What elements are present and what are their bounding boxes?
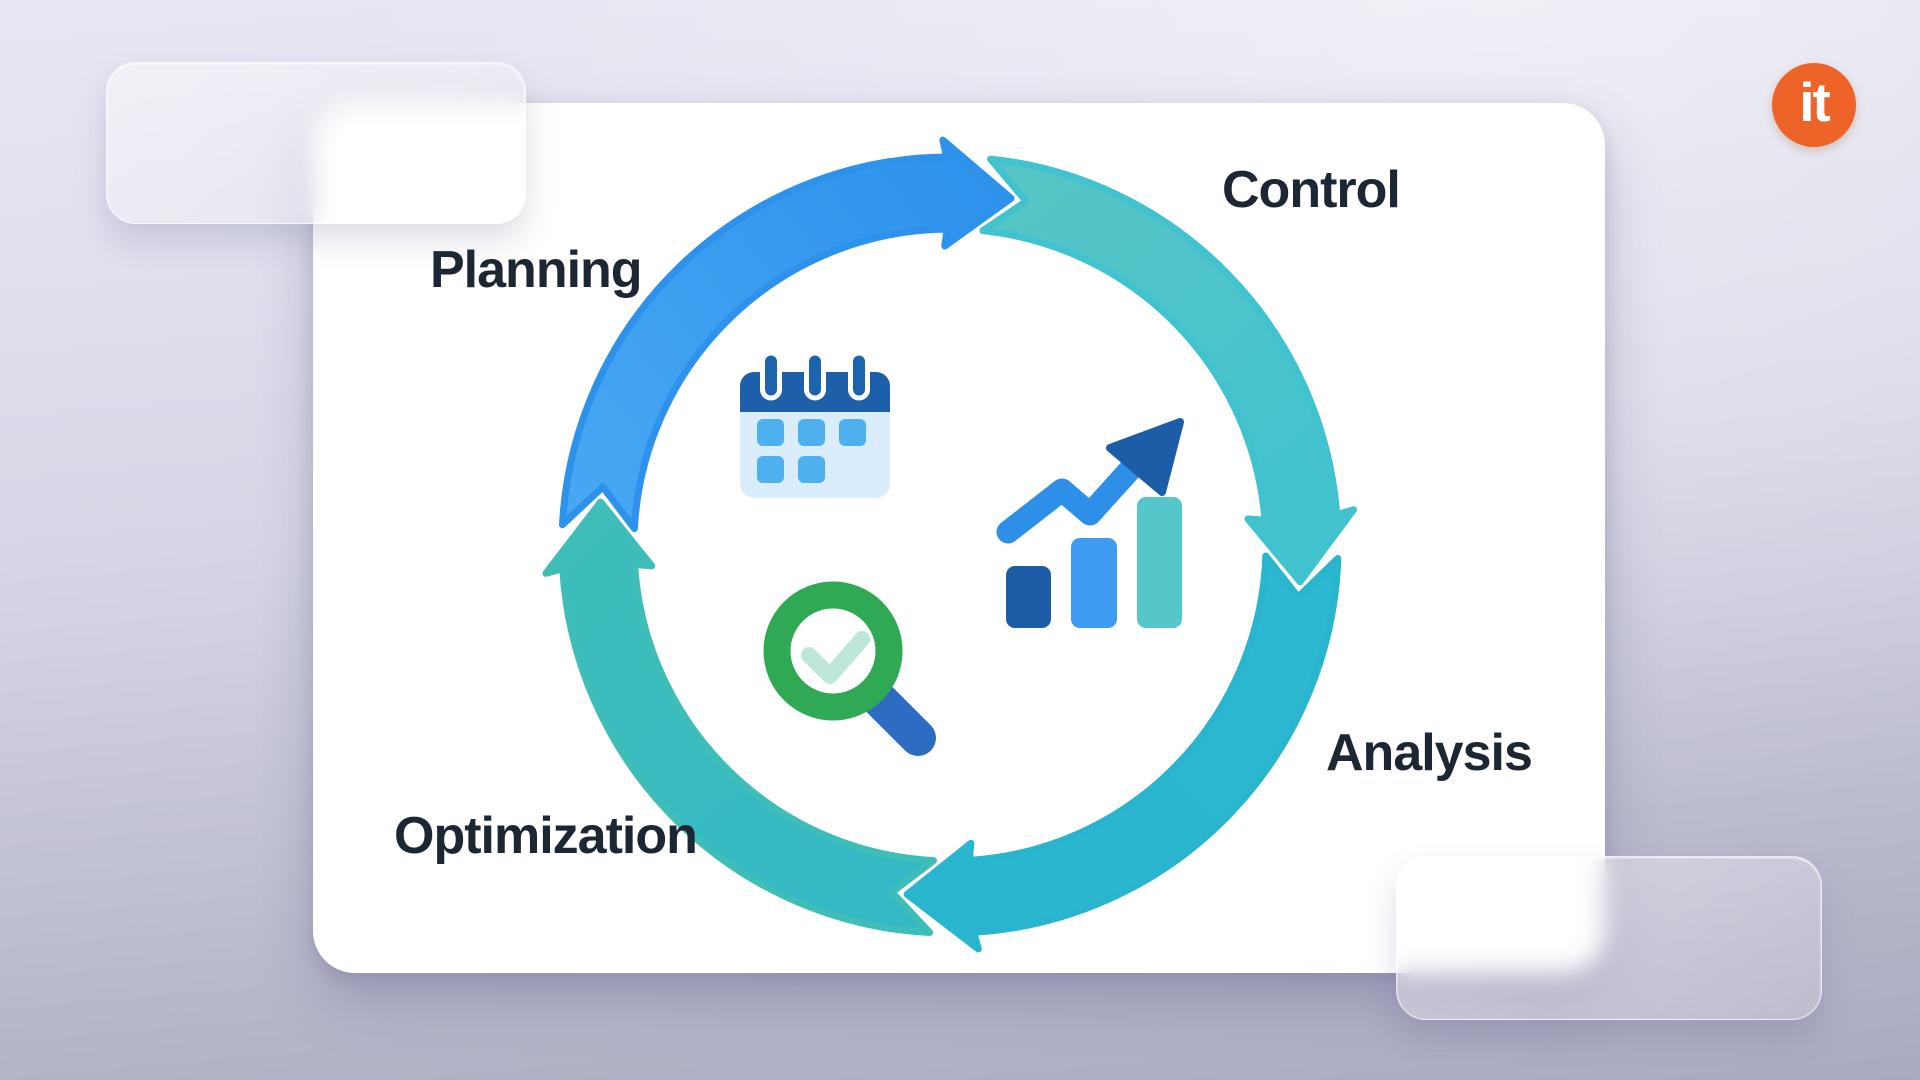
it-brand-logo: it xyxy=(1772,63,1856,147)
arc-planning xyxy=(559,136,1015,532)
stage-label-optimization: Optimization xyxy=(394,807,698,865)
glass-panel-top-left xyxy=(106,62,526,224)
stage-label-planning: Planning xyxy=(430,241,643,299)
search-check-icon xyxy=(763,581,936,756)
arc-control xyxy=(979,155,1357,586)
growth-chart-icon xyxy=(996,418,1184,628)
arc-optimization xyxy=(542,498,937,936)
glass-panel-bottom-right xyxy=(1396,856,1822,1020)
arc-analysis xyxy=(903,552,1342,953)
stage-label-analysis: Analysis xyxy=(1326,724,1533,782)
logo-text: it xyxy=(1799,71,1831,133)
content-card xyxy=(313,103,1605,973)
calendar-icon xyxy=(740,350,890,498)
stage-label-control: Control xyxy=(1222,161,1401,219)
